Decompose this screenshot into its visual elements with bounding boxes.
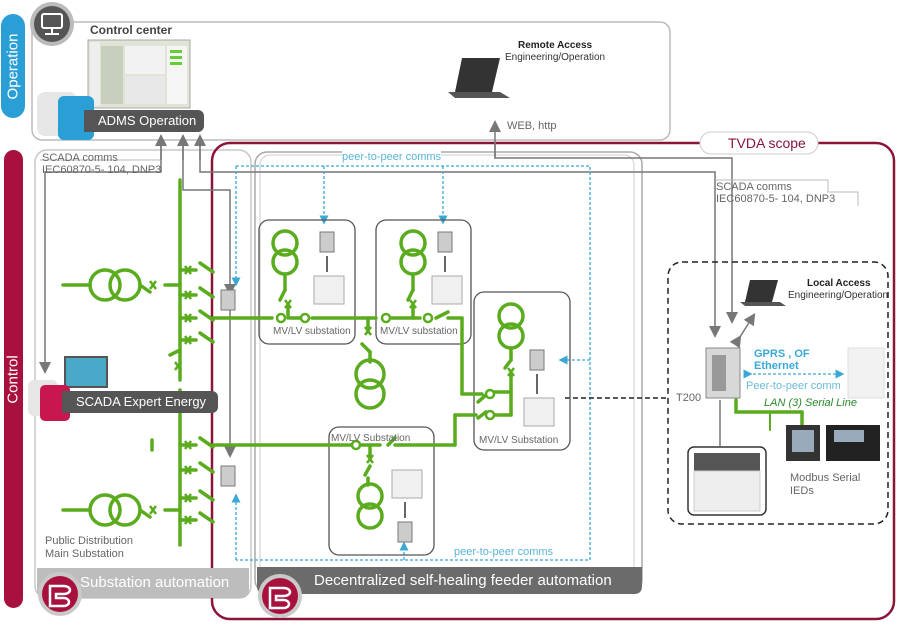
remote-access-subtitle: Engineering/Operation bbox=[505, 52, 606, 63]
substation-box-3 bbox=[473, 291, 571, 451]
local-access-box bbox=[667, 261, 889, 525]
substation-automation-band bbox=[37, 568, 249, 598]
substation-label-3: MV/LV Substation bbox=[479, 435, 559, 446]
scada-comms-right-line2: IEC60870-5- 104, DNP3 bbox=[716, 193, 836, 205]
web-http-label: WEB, http bbox=[507, 120, 557, 132]
main-substation-line2: Main Substation bbox=[45, 548, 124, 560]
substation-box-4 bbox=[328, 426, 435, 556]
substation-box-2 bbox=[375, 219, 472, 345]
scada-comms-right-line1: SCADA comms bbox=[716, 181, 792, 193]
t200-label: T200 bbox=[676, 392, 702, 404]
peer-comm-label: Peer-to-peer comm bbox=[746, 380, 841, 392]
gprs-label: GPRS , OF bbox=[754, 348, 810, 360]
main-substation-line1: Public Distribution bbox=[45, 535, 134, 547]
substation-box-1 bbox=[258, 219, 356, 345]
scada-expert-energy-label[interactable]: SCADA Expert Energy bbox=[62, 391, 218, 413]
local-access-title: Local Access bbox=[807, 278, 871, 289]
feeder-automation-title: Decentralized self-healing feeder automa… bbox=[314, 572, 612, 589]
ieds-label-line1: Modbus Serial bbox=[790, 472, 861, 484]
control-center-box bbox=[31, 21, 671, 141]
substation-label-2: MV/LV substation bbox=[380, 326, 458, 337]
substation-automation-title: Substation automation bbox=[80, 574, 230, 591]
peer-comms-top-label: peer-to-peer comms bbox=[342, 151, 442, 164]
local-access-subtitle: Engineering/Operation bbox=[788, 290, 889, 301]
feeder-automation-band bbox=[257, 567, 642, 594]
scada-comms-left-line1: SCADA comms bbox=[42, 152, 118, 164]
feeder-automation-box bbox=[254, 151, 643, 593]
control-center-title: Control center bbox=[90, 23, 173, 37]
remote-access-title: Remote Access bbox=[518, 40, 593, 51]
tvda-scope-label: TVDA scope bbox=[728, 135, 806, 151]
peer-comms-bottom-label: peer-to-peer comms bbox=[454, 546, 554, 558]
adms-operation-label[interactable]: ADMS Operation bbox=[84, 110, 205, 132]
ieds-label-line2: IEDs bbox=[790, 485, 814, 497]
lan-serial-label: LAN (3) Serial Line bbox=[764, 397, 857, 409]
scada-comms-left-line2: IEC60870-5- 104, DNP3 bbox=[42, 164, 162, 176]
control-tab: Control bbox=[4, 150, 23, 608]
remote-laptop-icon bbox=[448, 58, 510, 98]
substation-label-4: MV/LV Substation bbox=[331, 433, 411, 444]
operation-tab: Operation bbox=[1, 14, 25, 118]
local-laptop-icon bbox=[740, 280, 786, 306]
tvda-scope-border bbox=[210, 141, 896, 621]
substation-label-1: MV/LV substation bbox=[273, 326, 351, 337]
ethernet-label: Ethernet bbox=[754, 360, 799, 372]
rtu-cabinets bbox=[220, 231, 545, 543]
